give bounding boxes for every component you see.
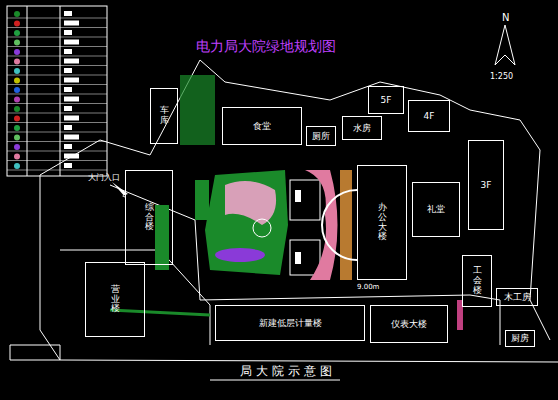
legend-row [7, 160, 107, 161]
legend-symbol [14, 144, 20, 150]
legend-entry [64, 11, 72, 16]
legend-symbol [14, 106, 20, 112]
legend-row [7, 113, 107, 114]
legend-symbol [14, 21, 20, 27]
building: 礼堂 [412, 182, 460, 237]
legend-entry [64, 97, 79, 102]
legend-symbol [14, 154, 20, 160]
legend-symbol [14, 49, 20, 55]
legend-entry [64, 21, 79, 26]
legend-symbol [14, 135, 20, 141]
legend-row [7, 46, 107, 47]
legend-symbol [14, 11, 20, 17]
legend-symbol [14, 30, 20, 36]
building-name: 工会楼 [473, 266, 482, 296]
building-name: 厕所 [312, 130, 330, 143]
legend-entry [64, 106, 72, 111]
building: 车库 [150, 88, 178, 144]
legend-row [7, 151, 107, 152]
legend-entry [64, 49, 72, 54]
legend-entry [64, 125, 72, 130]
building-name: 5F [381, 95, 392, 105]
legend-entry [64, 40, 79, 45]
legend-entry [64, 87, 72, 92]
building: 木工房 [496, 288, 538, 306]
legend-entry [64, 59, 79, 64]
building: 4F [408, 100, 450, 132]
map-title: 电力局大院绿地规划图 [196, 38, 336, 56]
legend-row [7, 18, 107, 19]
building: 仪表大楼 [370, 305, 448, 343]
building: 3F [468, 140, 504, 230]
map-label: 1:250 [490, 72, 513, 81]
building: 厕所 [306, 126, 336, 146]
building-name: 办公大楼 [378, 203, 387, 243]
building: 水房 [342, 116, 382, 140]
building: 营业楼 [85, 262, 145, 337]
legend-entry [64, 163, 72, 168]
legend-symbol [14, 78, 20, 84]
legend-row [7, 94, 107, 95]
building: 新建低层计量楼 [215, 305, 365, 341]
legend-symbol [14, 68, 20, 74]
legend-entry [64, 154, 79, 159]
legend-row [7, 132, 107, 133]
legend-row [7, 37, 107, 38]
building: 食堂 [222, 107, 302, 145]
building: 5F [368, 86, 404, 114]
legend-row [7, 84, 107, 85]
legend-row [7, 103, 107, 104]
legend-row [7, 75, 107, 76]
legend-symbol [14, 116, 20, 122]
building-name: 厨房 [511, 332, 529, 345]
legend-symbol [14, 163, 20, 169]
legend-symbol [14, 87, 20, 93]
legend-entry [64, 135, 79, 140]
building-name: 营业楼 [111, 285, 120, 315]
building-name: 仪表大楼 [391, 318, 427, 331]
legend-symbol [14, 40, 20, 46]
map-label: 大门入口 [88, 172, 120, 183]
legend-entry [64, 68, 72, 73]
building-name: 水房 [353, 122, 371, 135]
building-name: 新建低层计量楼 [259, 317, 322, 330]
legend-entry [64, 30, 72, 35]
map-label: 9.00m [357, 283, 379, 291]
legend-row [7, 141, 107, 142]
legend-entry [64, 78, 79, 83]
building-name: 综合楼 [145, 203, 154, 233]
building: 综合楼 [125, 170, 173, 265]
building: 工会楼 [462, 255, 492, 307]
legend-symbol [14, 97, 20, 103]
legend-entry [64, 116, 79, 121]
building-name: 木工房 [504, 291, 531, 304]
building: 厨房 [505, 330, 535, 347]
legend-row [7, 170, 107, 171]
map-label: N [502, 12, 509, 23]
legend-row [7, 27, 107, 28]
building-name: 车库 [160, 106, 169, 126]
legend-symbol [14, 59, 20, 65]
legend-row [7, 56, 107, 57]
legend-row [7, 65, 107, 66]
building-name: 4F [424, 111, 435, 121]
building: 办公大楼 [357, 165, 407, 280]
building-name: 礼堂 [427, 203, 445, 216]
legend-symbol [14, 125, 20, 131]
legend-row [7, 122, 107, 123]
building-name: 食堂 [253, 120, 271, 133]
building-name: 3F [481, 180, 492, 190]
legend-entry [64, 144, 72, 149]
map-caption: 局大院示意图 [240, 363, 336, 380]
